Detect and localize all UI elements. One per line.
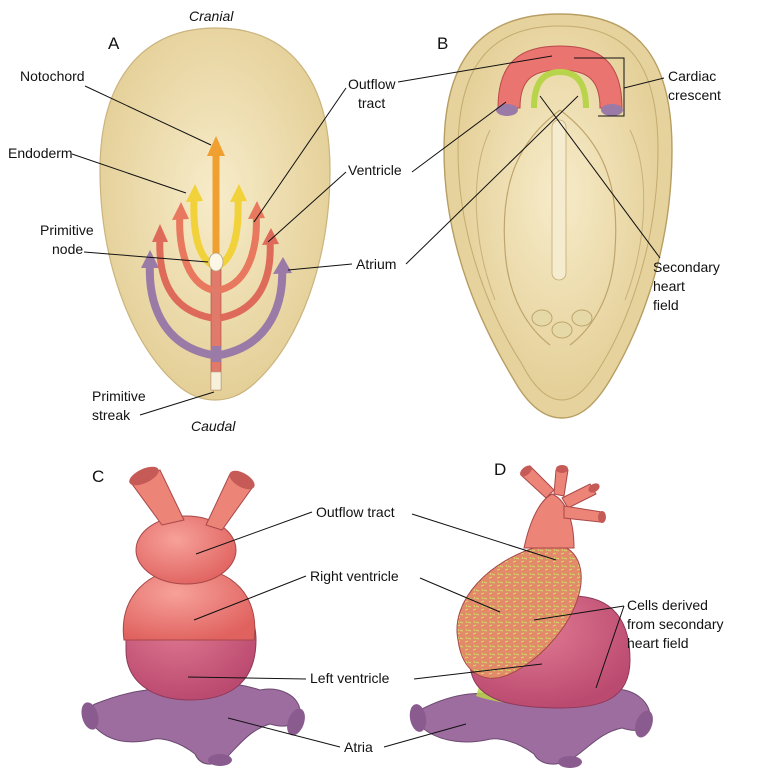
atrium-label: Atrium	[356, 256, 396, 272]
endoderm-label: Endoderm	[8, 145, 73, 161]
primitive-streak-leader	[140, 392, 214, 415]
secondary-heart-field-label-3: field	[653, 297, 679, 313]
panel-b: B Cardiac crescent Secondary heart field	[398, 14, 721, 418]
outflow-tract-label-a-1: Outflow	[348, 76, 396, 92]
cardiac-crescent-label-1: Cardiac	[668, 68, 716, 84]
primitive-streak-label-1: Primitive	[92, 388, 146, 404]
cells-derived-label-2: from secondary	[627, 616, 723, 632]
cells-derived-label-1: Cells derived	[627, 597, 708, 613]
right-ventricle-label: Right ventricle	[310, 568, 399, 584]
panel-a-letter: A	[108, 34, 120, 53]
primitive-streak-label-2: streak	[92, 407, 131, 423]
cardiac-crescent-label-2: crescent	[668, 87, 721, 103]
caudal-label: Caudal	[191, 418, 236, 434]
notochord-label: Notochord	[20, 68, 85, 84]
secondary-heart-field-label-1: Secondary	[653, 259, 720, 275]
primitive-streak	[211, 262, 221, 390]
panel-c-letter: C	[92, 467, 104, 486]
primitive-node-label-1: Primitive	[40, 222, 94, 238]
panel-c: C	[79, 463, 309, 766]
outflow-tract-label-a-2: tract	[358, 95, 385, 111]
panel-d: D Cells derived from secondary heart fie…	[408, 460, 724, 768]
secondary-heart-field-label-2: heart	[653, 278, 685, 294]
cells-derived-label-3: heart field	[627, 635, 688, 651]
primitive-node-label-2: node	[52, 241, 83, 257]
panel-b-letter: B	[437, 34, 448, 53]
primitive-node	[209, 253, 223, 271]
outflow-tract-label: Outflow tract	[316, 504, 395, 520]
ventricle-label: Ventricle	[348, 162, 402, 178]
panel-a: A Cranial Caudal Notocho	[8, 8, 402, 434]
panel-d-letter: D	[494, 460, 506, 479]
left-ventricle-label: Left ventricle	[310, 670, 390, 686]
atria-label: Atria	[344, 739, 373, 755]
cranial-label: Cranial	[189, 8, 234, 24]
